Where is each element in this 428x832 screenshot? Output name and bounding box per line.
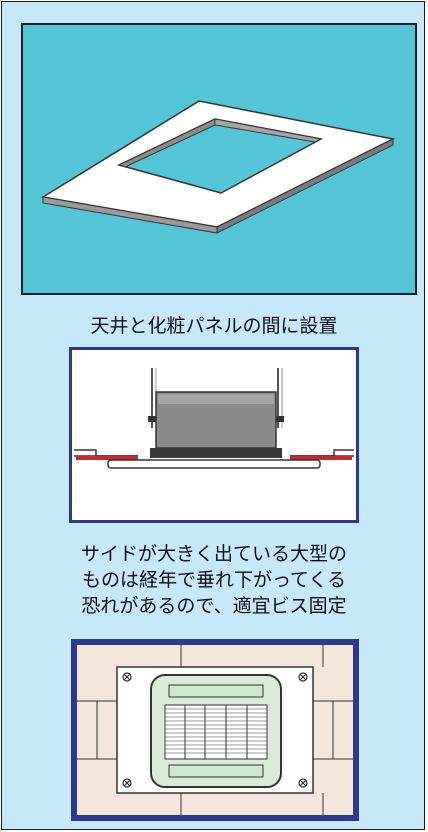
- ceiling-bottom-view-illustration: [71, 639, 359, 821]
- spacer-left: [76, 456, 138, 460]
- screw-icon: [122, 672, 308, 788]
- spacer-right: [290, 456, 352, 460]
- ceiling-spacer-illustration: [21, 23, 417, 295]
- grille-icon: [164, 704, 268, 760]
- cross-section-illustration: [69, 347, 359, 523]
- caption-screw-note: サイドが大きく出ている大型の ものは経年で垂れ下がってくる 恐れがあるので、適宜…: [80, 543, 347, 617]
- caption-install-location: 天井と化粧パネルの間に設置: [90, 315, 338, 337]
- decorative-panel: [107, 459, 321, 469]
